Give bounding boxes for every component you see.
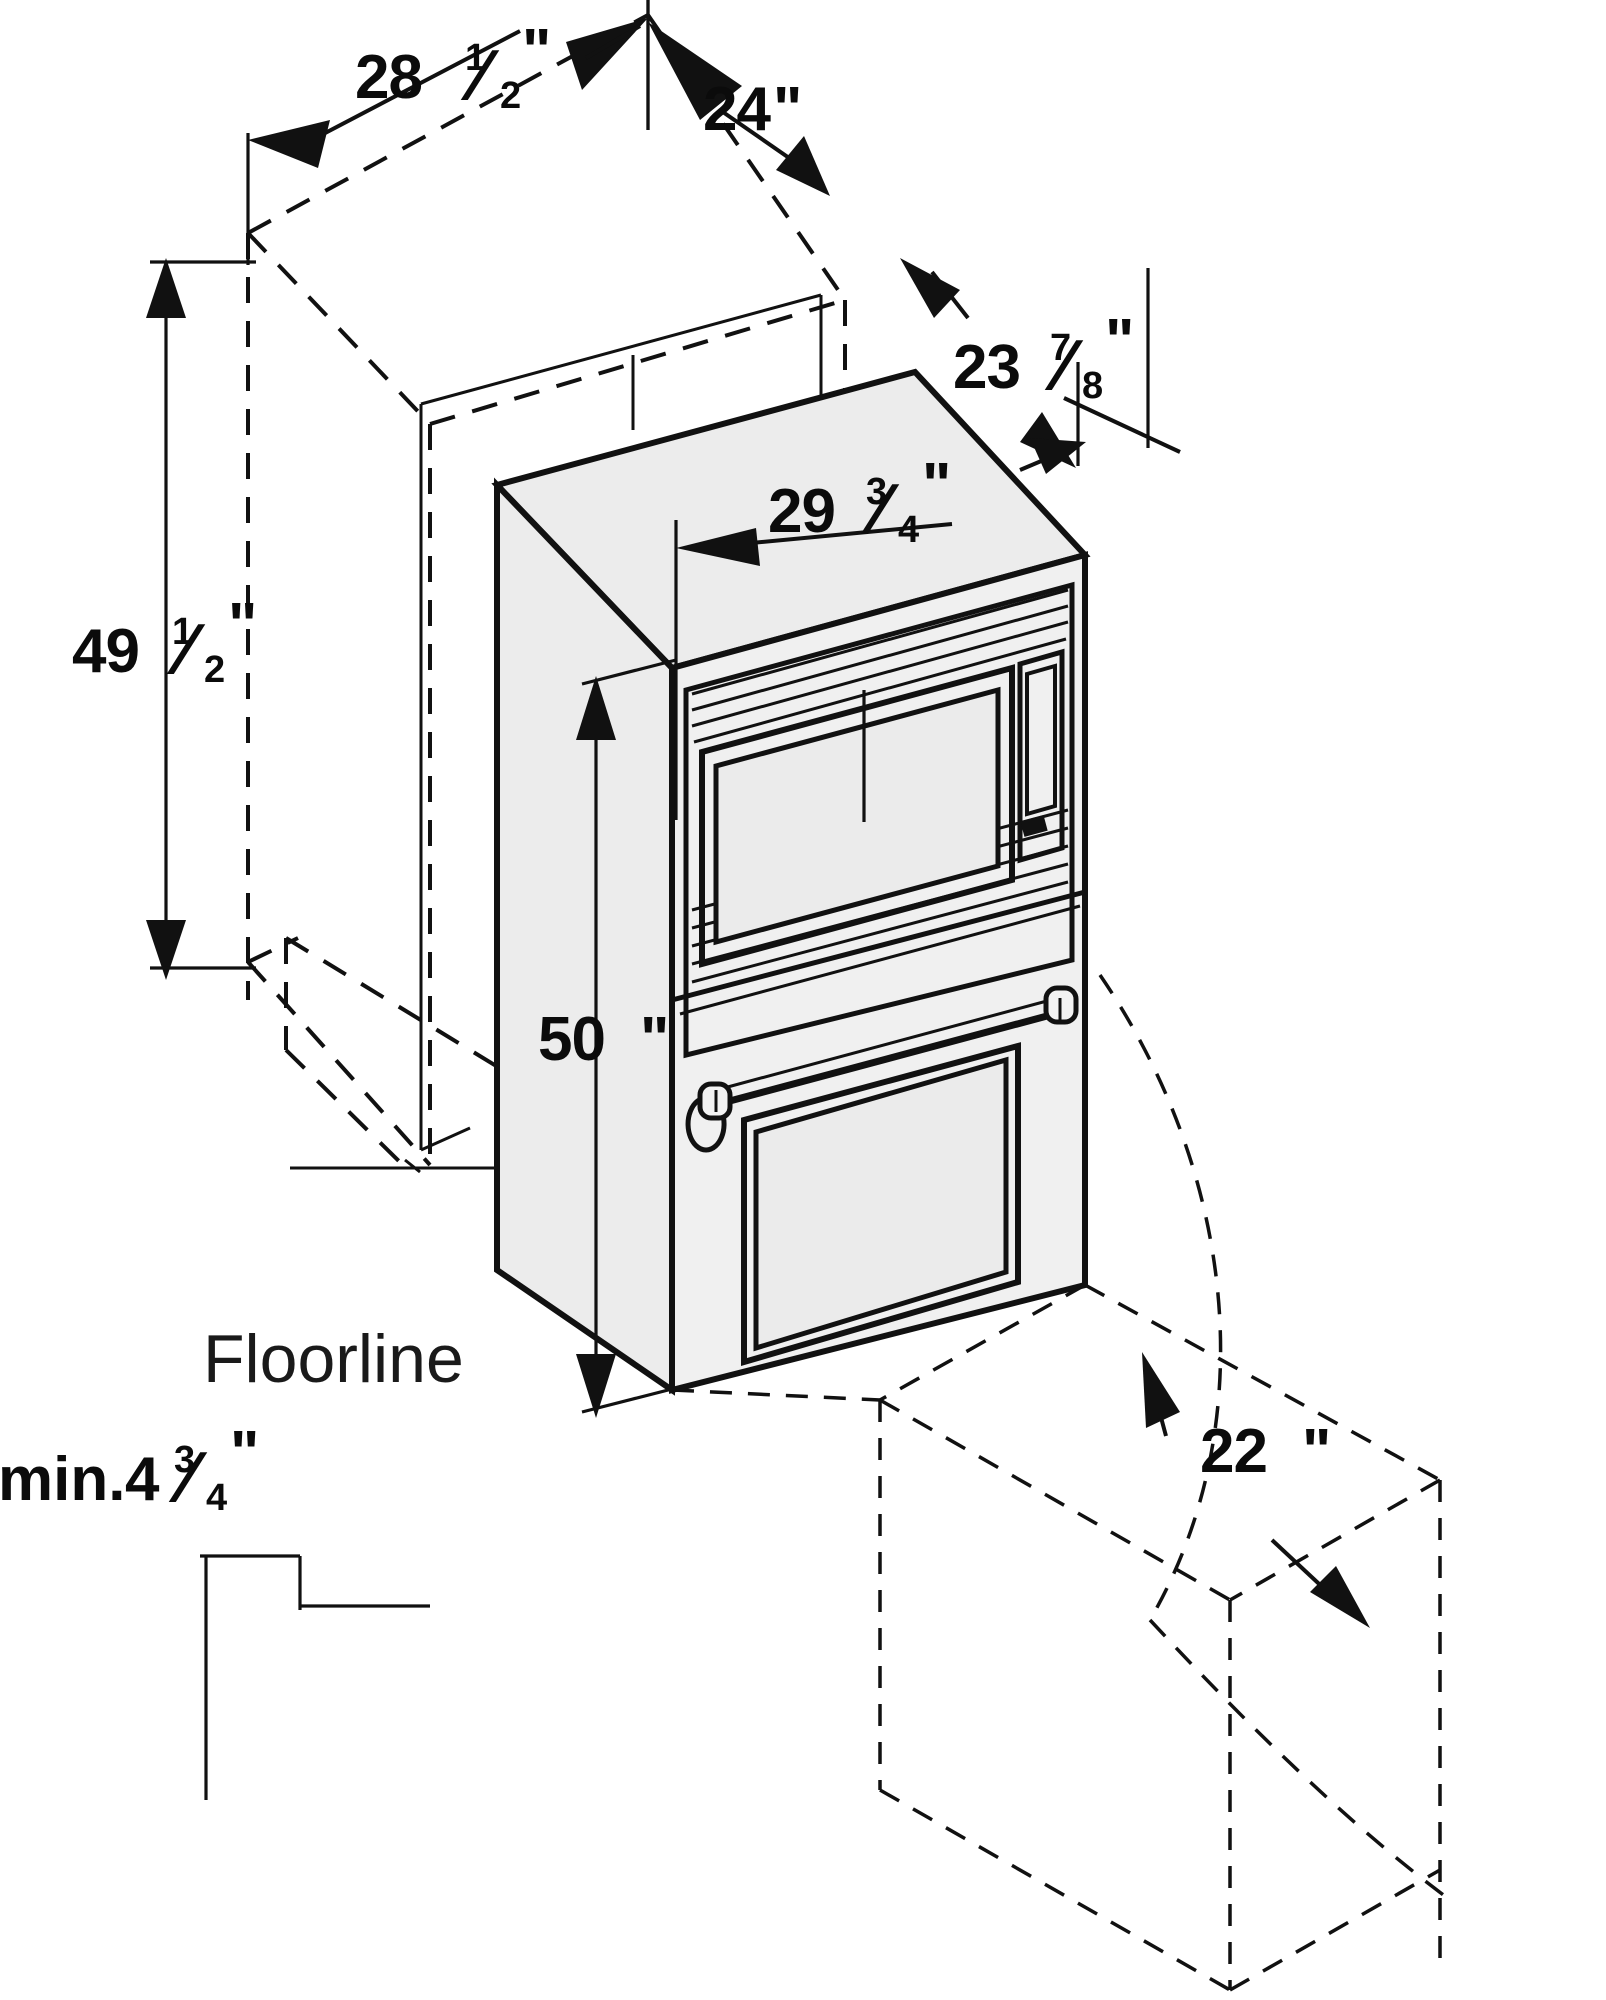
- label-50-unit: ": [640, 1005, 668, 1074]
- label-28-half-denominator: 2: [500, 75, 521, 117]
- label-49-numerator: 1: [172, 611, 193, 653]
- label-50-whole: 50: [538, 1005, 605, 1074]
- label-min-unit: ": [230, 1419, 259, 1488]
- label-23-numerator: 7: [1050, 327, 1071, 369]
- label-49-half: 49 1 ⁄ 2 ": [72, 591, 257, 691]
- label-min-numerator: 3: [174, 1439, 195, 1481]
- label-floorline: Floorline: [203, 1321, 464, 1397]
- floorline-leader: [200, 1554, 302, 1800]
- label-min-prefix: min.: [0, 1445, 125, 1514]
- lower-oven-unit: [685, 985, 1079, 1367]
- label-23-unit: ": [1105, 307, 1133, 376]
- label-49-unit: ": [228, 591, 256, 660]
- dimension-29-threequarters: [674, 438, 1086, 822]
- label-49-denominator: 2: [204, 649, 225, 691]
- upper-oven-unit: [671, 581, 1086, 1059]
- label-24-unit: ": [773, 75, 801, 144]
- label-min-whole: 4: [125, 1445, 160, 1514]
- label-23-whole: 23: [953, 333, 1020, 402]
- label-28-half-whole: 28: [355, 43, 422, 112]
- label-24-whole: 24: [703, 75, 771, 144]
- label-min-clearance: min. 4 3 ⁄ 4 ": [0, 1419, 259, 1519]
- label-24: 24 ": [703, 75, 802, 144]
- dimension-49-half: [146, 258, 256, 980]
- oven-door-handle: [685, 985, 1079, 1153]
- door-swing-path: [671, 974, 1452, 1992]
- label-22-whole: 22: [1200, 1417, 1267, 1486]
- label-22: 22 ": [1200, 1417, 1331, 1486]
- label-49-whole: 49: [72, 617, 139, 686]
- dimension-24: [646, 0, 830, 196]
- label-22-unit: ": [1302, 1417, 1330, 1486]
- dimension-28-half: [246, 0, 650, 265]
- floorline-text: Floorline: [203, 1321, 464, 1397]
- dimension-50: [576, 658, 677, 1418]
- label-28-half-numerator: 1: [465, 37, 486, 79]
- label-29-denominator: 4: [898, 509, 919, 551]
- label-23-seveneighths: 23 7 ⁄ 8 ": [953, 307, 1134, 407]
- label-29-whole: 29: [768, 477, 835, 546]
- label-23-denominator: 8: [1082, 365, 1103, 407]
- label-29-numerator: 3: [866, 471, 887, 513]
- dimension-22: [1142, 1352, 1370, 1628]
- label-50: 50 ": [538, 1005, 669, 1074]
- label-28-half-unit: ": [522, 17, 550, 86]
- label-29-unit: ": [922, 451, 950, 520]
- label-min-denominator: 4: [206, 1477, 227, 1519]
